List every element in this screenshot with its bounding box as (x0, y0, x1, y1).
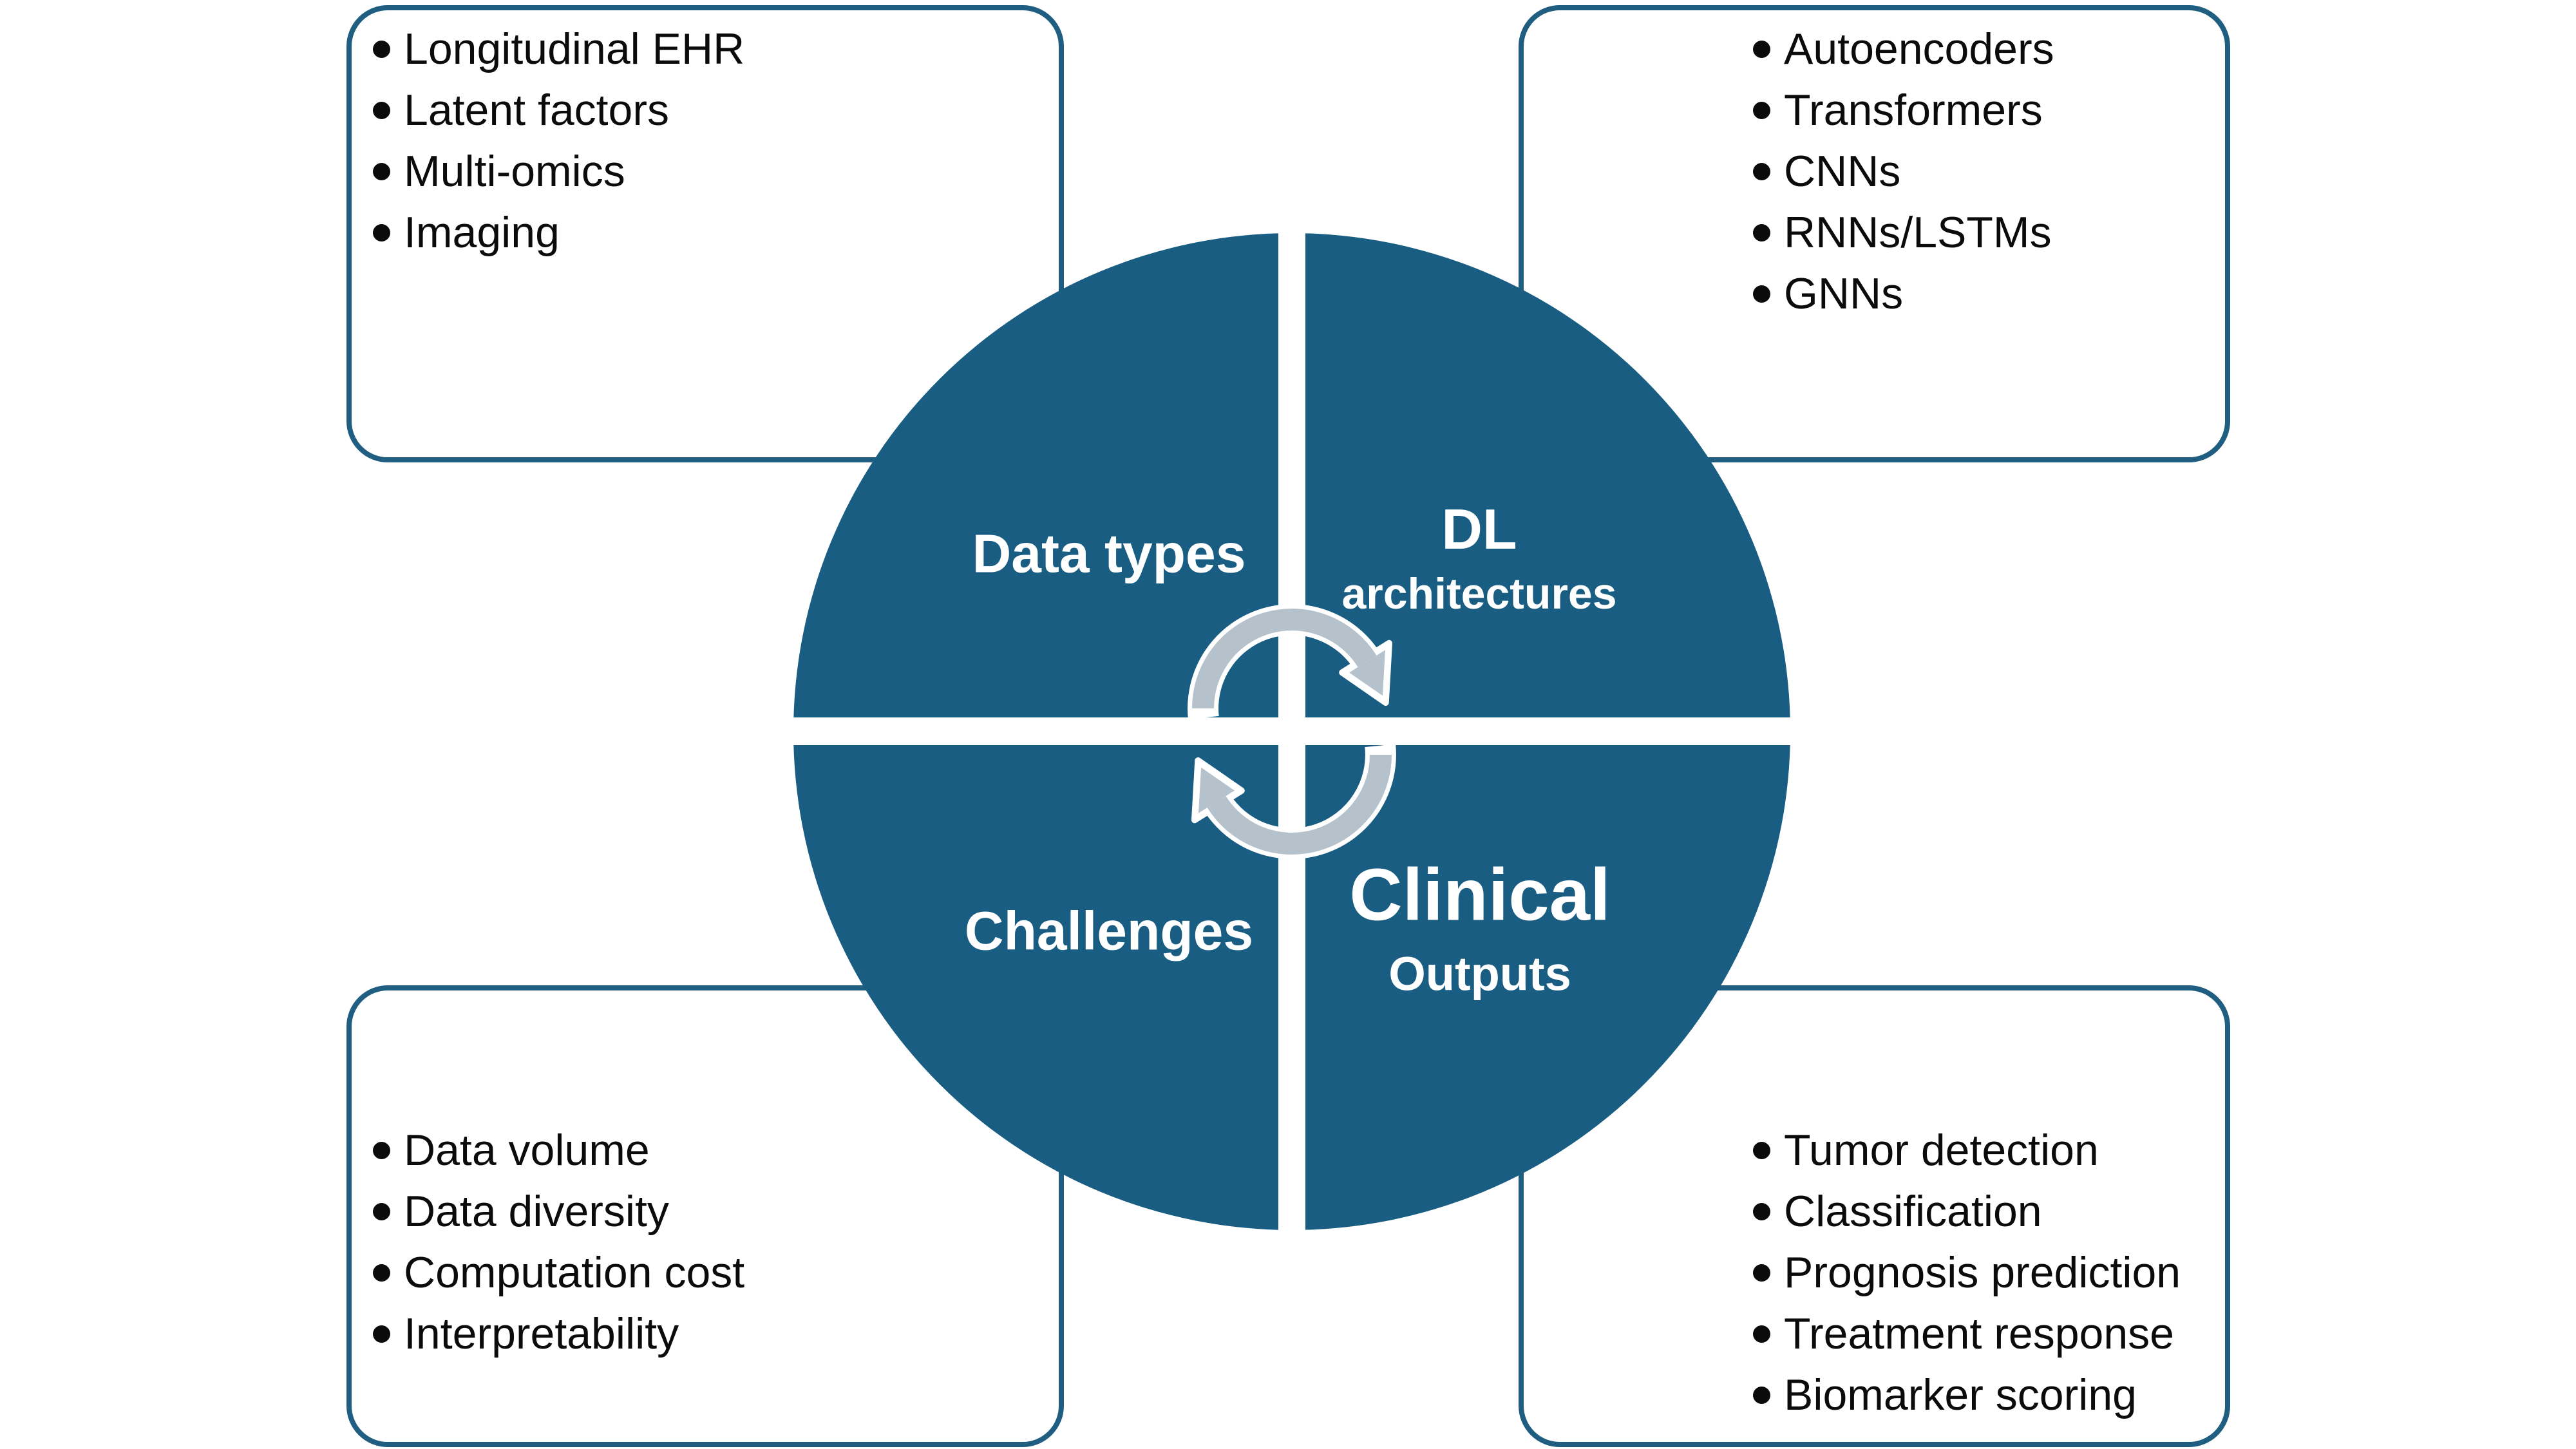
quadrant-label-challenges: Challenges (964, 900, 1254, 961)
list-item: RNNs/LSTMs (1753, 202, 2054, 263)
list-item: Prognosis prediction (1753, 1242, 2181, 1303)
list-item: Autoencoders (1753, 19, 2054, 80)
list-item: Treatment response (1753, 1303, 2181, 1365)
quadrant-label-data-types: Data types (972, 523, 1246, 584)
list-item: Transformers (1753, 80, 2054, 141)
quadrant-label-dl: DL (1441, 497, 1517, 561)
list-item: Latent factors (373, 80, 744, 141)
list-item: Tumor detection (1753, 1120, 2181, 1181)
list-item: Computation cost (373, 1242, 744, 1303)
list-item: Biomarker scoring (1753, 1365, 2181, 1426)
quadrant-label-outputs: Outputs (1388, 947, 1571, 1001)
list-item: Data diversity (373, 1181, 744, 1242)
list-item: Data volume (373, 1120, 744, 1181)
list-item: Interpretability (373, 1303, 744, 1365)
list-item: CNNs (1753, 141, 2054, 202)
list-item: Longitudinal EHR (373, 19, 744, 80)
list-item: Imaging (373, 202, 744, 263)
quadrant-label-clinical: Clinical (1349, 854, 1611, 936)
list-item: Multi-omics (373, 141, 744, 202)
quadrant-label-architectures: architectures (1341, 569, 1617, 618)
list-item: Classification (1753, 1181, 2181, 1242)
list-item: GNNs (1753, 263, 2054, 325)
vertical-divider (1278, 213, 1305, 1253)
